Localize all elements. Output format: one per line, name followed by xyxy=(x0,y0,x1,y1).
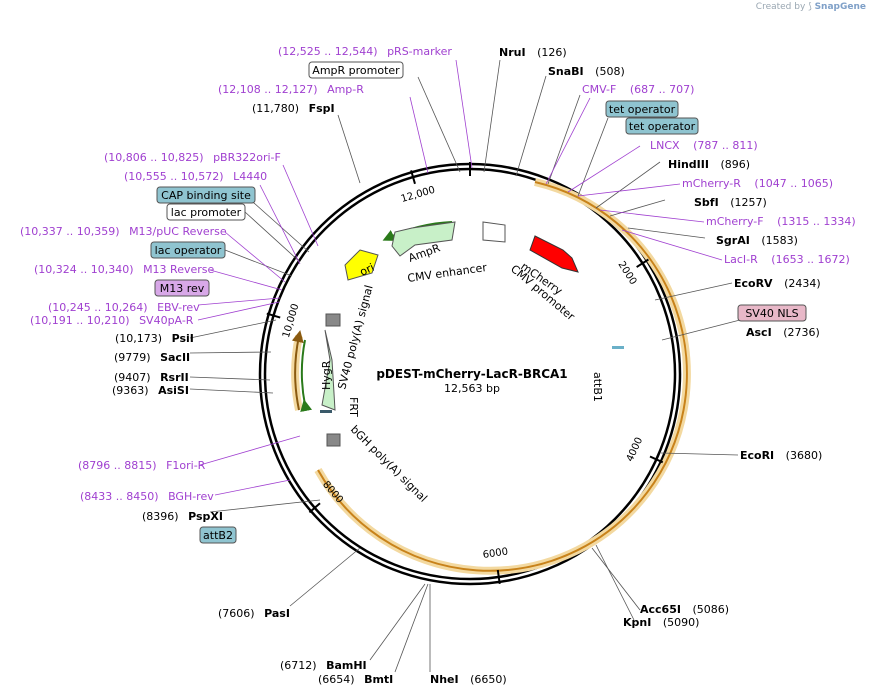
svg-text:(9363) AsiSI: (9363) AsiSI xyxy=(112,384,189,397)
tet-operator-box-2: tet operator xyxy=(625,117,699,135)
svg-text:tet operator: tet operator xyxy=(609,103,676,116)
ampr-feature xyxy=(391,221,456,257)
bgh-label: bGH poly(A) signal xyxy=(348,423,430,505)
hygr-feature xyxy=(321,329,336,411)
leader-lines xyxy=(189,59,741,673)
scale-tick xyxy=(266,312,281,319)
svg-text:HindIII (896): HindIII (896) xyxy=(668,158,750,171)
credit-prefix: Created by xyxy=(755,2,806,12)
lac-operator-box: lac operator xyxy=(150,241,226,259)
svg-text:LacI-R (1653 .. 1672): LacI-R (1653 .. 1672) xyxy=(724,253,850,266)
tet-operator-box-1: tet operator xyxy=(605,100,679,118)
scale-tick xyxy=(649,455,664,464)
svg-text:(9407) RsrII: (9407) RsrII xyxy=(114,371,189,384)
scale-tick-label: 10,000 xyxy=(281,303,302,340)
m13-rev-box: M13 rev xyxy=(154,279,210,297)
svg-text:attB2: attB2 xyxy=(203,529,233,542)
scale-tick xyxy=(496,569,501,585)
scale-tick xyxy=(308,502,321,514)
attb2-box: attB2 xyxy=(199,526,237,544)
svg-text:CAP binding site: CAP binding site xyxy=(161,189,251,202)
svg-text:(8796 .. 8815) F1ori-R: (8796 .. 8815) F1ori-R xyxy=(78,459,206,472)
svg-text:M13 rev: M13 rev xyxy=(160,282,205,295)
scale-tick-label: 12,000 xyxy=(400,185,437,205)
svg-text:(12,108 .. 12,127) Amp-R: (12,108 .. 12,127) Amp-R xyxy=(218,83,364,96)
svg-text:Acc65I (5086): Acc65I (5086) xyxy=(640,603,729,616)
svg-text:(10,555 .. 10,572) L4440: (10,555 .. 10,572) L4440 xyxy=(124,170,267,183)
boxed-labels: AmpR promoter tet operator tet operator … xyxy=(150,61,807,544)
cmv-enhancer-label: CMV enhancer xyxy=(407,261,488,285)
insert-arc xyxy=(317,181,688,572)
snapgene-logo-icon: ⟆ xyxy=(808,2,812,12)
svg-text:(12,525 .. 12,544) pRS-marker: (12,525 .. 12,544) pRS-marker xyxy=(278,45,452,58)
credit-brand: SnapGene xyxy=(814,2,866,12)
attb1-label: attB1 xyxy=(591,372,604,402)
scale-tick-label: 8000 xyxy=(320,479,345,505)
svg-text:(11,780) FspI: (11,780) FspI xyxy=(252,102,335,115)
lac-promoter-box: lac promoter xyxy=(166,203,246,221)
svg-text:tet operator: tet operator xyxy=(629,120,696,133)
sv40-polya-feature xyxy=(325,313,341,327)
svg-text:lac operator: lac operator xyxy=(155,244,222,257)
scale-tick xyxy=(636,258,649,268)
primer-labels: (12,525 .. 12,544) pRS-marker (12,108 ..… xyxy=(20,45,856,503)
sv40-label: SV40 poly(A) signal xyxy=(335,284,375,391)
plasmid-length: 12,563 bp xyxy=(444,382,500,395)
scale-tick-label: 4000 xyxy=(625,436,646,464)
hygr-arc xyxy=(300,339,313,413)
svg-text:(10,245 .. 10,264) EBV-rev: (10,245 .. 10,264) EBV-rev xyxy=(48,301,200,314)
svg-text:(6712) BamHI: (6712) BamHI xyxy=(280,659,367,672)
svg-text:NruI (126): NruI (126) xyxy=(499,46,567,59)
frt-feature xyxy=(320,410,332,413)
cap-binding-site-box: CAP binding site xyxy=(156,186,256,204)
svg-text:AmpR promoter: AmpR promoter xyxy=(312,64,400,77)
svg-text:(10,173) PsiI: (10,173) PsiI xyxy=(115,332,194,345)
scale-tick-label: 2000 xyxy=(615,260,638,287)
svg-text:SnaBI (508): SnaBI (508) xyxy=(548,65,625,78)
primer-leader-lines xyxy=(197,59,723,496)
svg-text:AscI (2736): AscI (2736) xyxy=(746,326,820,339)
enzyme-labels: NruI (126) SnaBI (508) HindIII (896) Sbf… xyxy=(112,46,822,686)
svg-text:EcoRI (3680): EcoRI (3680) xyxy=(740,449,822,462)
svg-text:(10,191 .. 10,210) SV40pA-R: (10,191 .. 10,210) SV40pA-R xyxy=(30,314,194,327)
scale-tick-label: 6000 xyxy=(482,546,509,560)
svg-text:SbfI (1257): SbfI (1257) xyxy=(694,196,767,209)
svg-text:CMV-F (687 .. 707): CMV-F (687 .. 707) xyxy=(582,83,694,96)
svg-text:mCherry-F (1315 .. 1334): mCherry-F (1315 .. 1334) xyxy=(706,215,856,228)
svg-text:(9779) SacII: (9779) SacII xyxy=(114,351,190,364)
scale-tick xyxy=(410,170,416,185)
svg-text:EcoRV (2434): EcoRV (2434) xyxy=(734,277,821,290)
svg-text:(7606) PasI: (7606) PasI xyxy=(218,607,290,620)
svg-text:mCherry-R (1047 .. 1065): mCherry-R (1047 .. 1065) xyxy=(682,177,833,190)
ori-label: ori xyxy=(358,261,376,279)
hygr-label: HygR xyxy=(320,360,333,390)
ampr-promoter-box: AmpR promoter xyxy=(308,61,404,79)
svg-text:SgrAI (1583): SgrAI (1583) xyxy=(716,234,798,247)
svg-text:LNCX (787 .. 811): LNCX (787 .. 811) xyxy=(650,139,758,152)
svg-text:(8396) PspXI: (8396) PspXI xyxy=(142,510,223,523)
mcherry-feature xyxy=(529,235,579,273)
frt-label: FRT xyxy=(347,397,360,417)
cmv-enhancer-feature xyxy=(482,221,506,243)
svg-text:lac promoter: lac promoter xyxy=(171,206,242,219)
svg-text:(6654) BmtI: (6654) BmtI xyxy=(318,673,393,686)
left-arc xyxy=(291,330,304,411)
svg-text:(8433 .. 8450) BGH-rev: (8433 .. 8450) BGH-rev xyxy=(80,490,214,503)
bgh-polya-feature xyxy=(326,433,341,447)
svg-text:(10,337 .. 10,359) M13/pUC Rev: (10,337 .. 10,359) M13/pUC Reverse xyxy=(20,225,227,238)
plasmid-name: pDEST-mCherry-LacR-BRCA1 xyxy=(376,367,567,381)
sv40-nls-box: SV40 NLS xyxy=(737,304,807,322)
ori-feature xyxy=(344,249,379,281)
svg-text:(10,806 .. 10,825) pBR322ori-F: (10,806 .. 10,825) pBR322ori-F xyxy=(104,151,281,164)
svg-text:(10,324 .. 10,340) M13 Reverse: (10,324 .. 10,340) M13 Reverse xyxy=(34,263,214,276)
svg-text:KpnI (5090): KpnI (5090) xyxy=(623,616,699,629)
snapgene-credit: Created by ⟆ SnapGene xyxy=(756,2,866,12)
svg-text:SV40 NLS: SV40 NLS xyxy=(745,307,798,320)
svg-text:NheI (6650): NheI (6650) xyxy=(430,673,507,686)
enzyme-name: NruI xyxy=(499,46,526,59)
attb1-feature xyxy=(612,346,624,349)
